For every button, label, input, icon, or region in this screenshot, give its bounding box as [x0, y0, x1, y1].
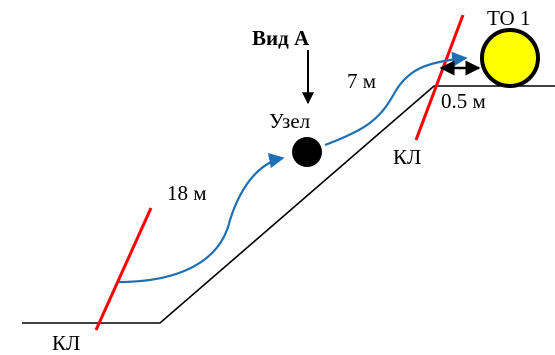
node-label: Узел — [269, 109, 310, 133]
cable-line-top — [414, 14, 465, 141]
cable-line-bottom-label: КЛ — [52, 331, 80, 355]
ground-profile-line — [22, 85, 555, 324]
node-icon — [292, 137, 322, 167]
target-label: ТО 1 — [487, 6, 530, 30]
view-label: Вид А — [252, 26, 310, 50]
upper-distance-label: 7 м — [347, 69, 376, 93]
route-arrow-lower — [118, 153, 285, 284]
lower-distance-label: 18 м — [167, 181, 207, 205]
cable-line-top-label: КЛ — [393, 145, 421, 169]
cable-line-bottom — [94, 207, 153, 331]
offset-label: 0.5 м — [441, 89, 486, 113]
target-icon — [480, 28, 540, 88]
route-arrow-upper — [324, 51, 468, 147]
